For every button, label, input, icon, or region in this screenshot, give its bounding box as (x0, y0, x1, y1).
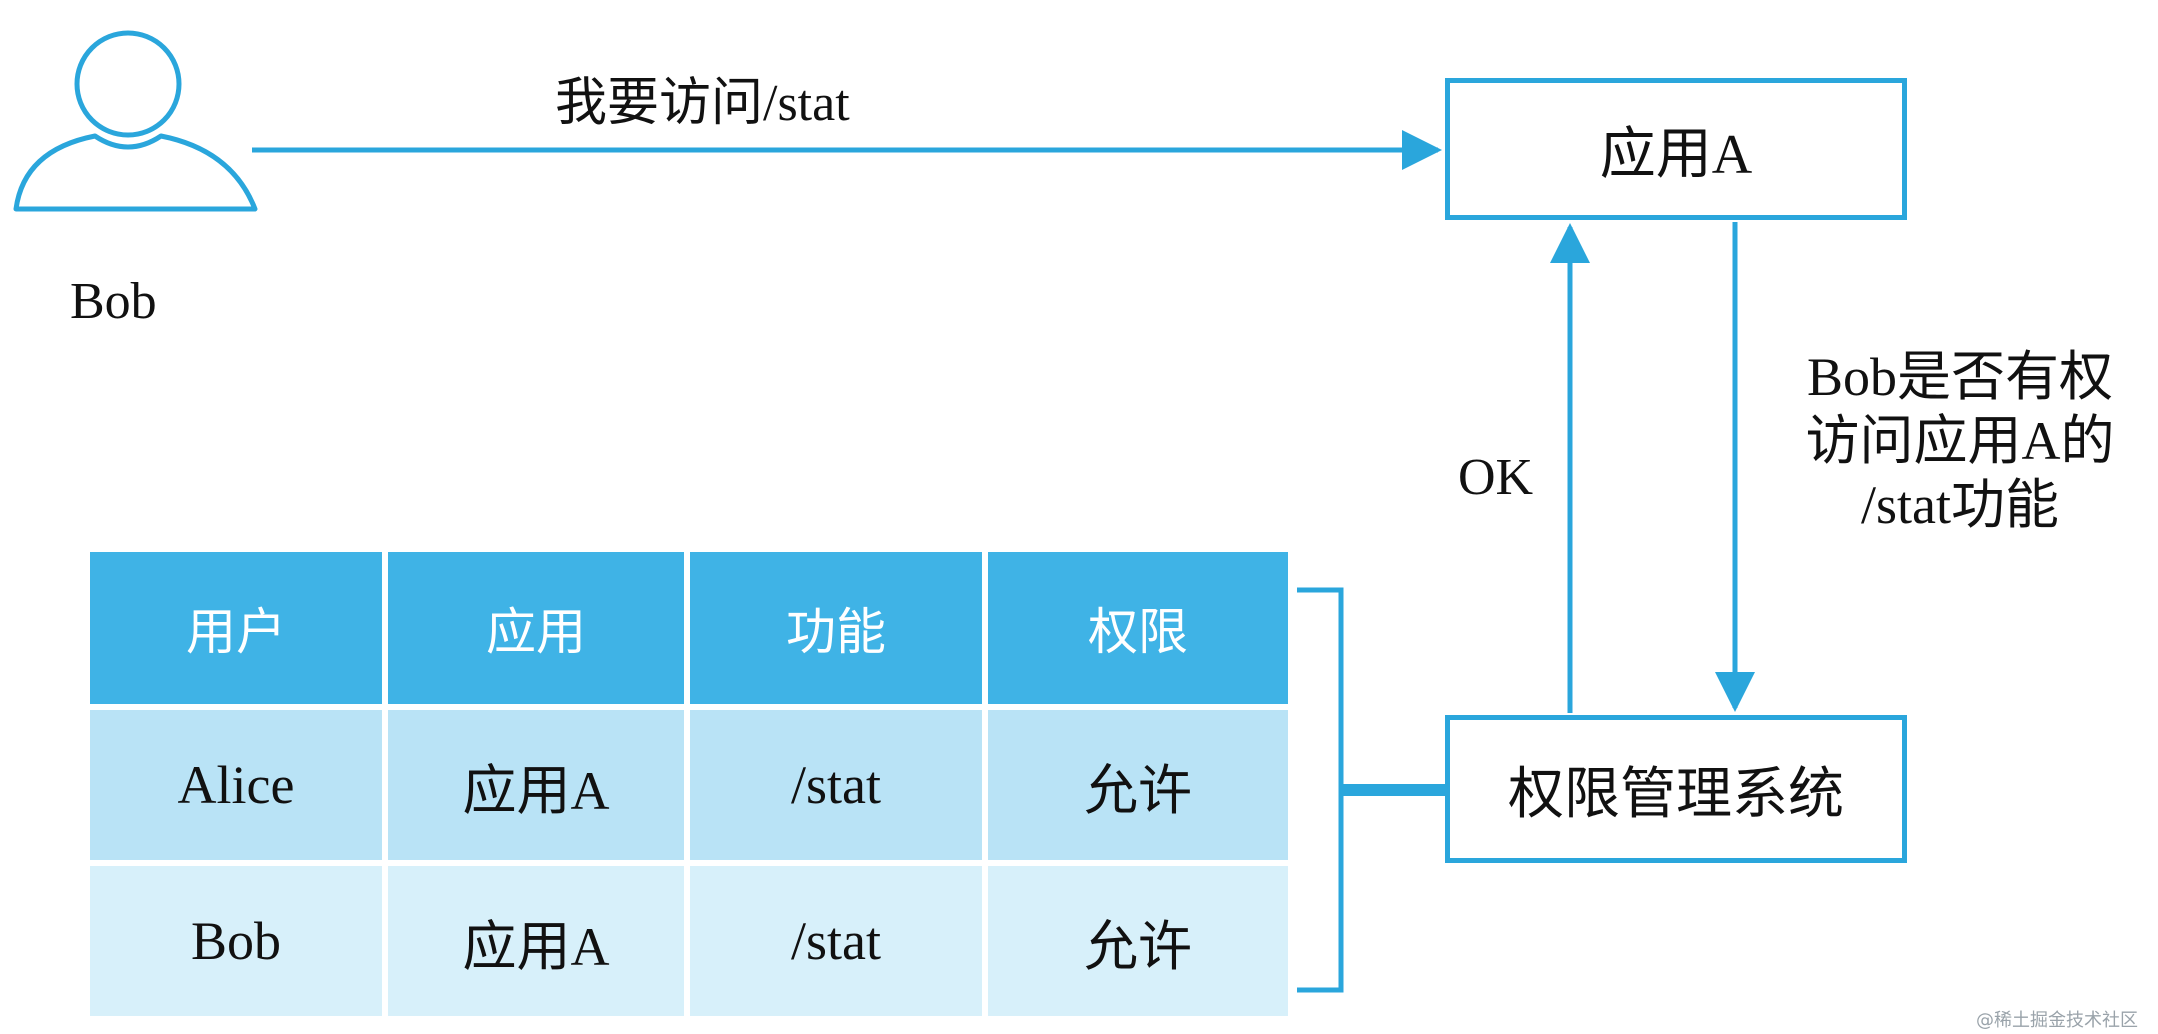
column-header-function: 功能 (690, 552, 982, 704)
table-bracket (1297, 587, 1344, 993)
column-header-permission: 权限 (988, 552, 1288, 704)
query-label: Bob是否有权 访问应用A的 /stat功能 (1760, 345, 2158, 537)
table-cell-permission: 允许 (988, 710, 1288, 860)
table-cell-user: Alice (90, 710, 382, 860)
app-a-label: 应用A (1599, 123, 1753, 186)
request-label: 我要访问/stat (555, 75, 850, 132)
table-cell-permission: 允许 (988, 866, 1288, 1016)
permission-table: 用户 应用 功能 权限 Alice 应用A /stat 允许 Bob 应用A /… (90, 552, 1288, 1016)
column-header-app: 应用 (388, 552, 684, 704)
table-cell-function: /stat (690, 710, 982, 860)
query-line: 访问应用A的 (1805, 411, 2115, 471)
column-header-user: 用户 (90, 552, 382, 704)
app-a-box: 应用A (1445, 78, 1907, 220)
permission-system-label: 权限管理系统 (1508, 763, 1844, 826)
ok-label: OK (1458, 449, 1534, 506)
query-line: /stat功能 (1861, 475, 2059, 535)
table-cell-app: 应用A (388, 866, 684, 1016)
user-icon (13, 30, 258, 212)
table-cell-function: /stat (690, 866, 982, 1016)
query-line: Bob是否有权 (1806, 347, 2114, 407)
watermark: @稀土掘金技术社区 (1976, 1010, 2138, 1031)
table-cell-user: Bob (90, 866, 382, 1016)
user-name: Bob (70, 273, 157, 330)
table-cell-app: 应用A (388, 710, 684, 860)
permission-system-box: 权限管理系统 (1445, 715, 1907, 863)
